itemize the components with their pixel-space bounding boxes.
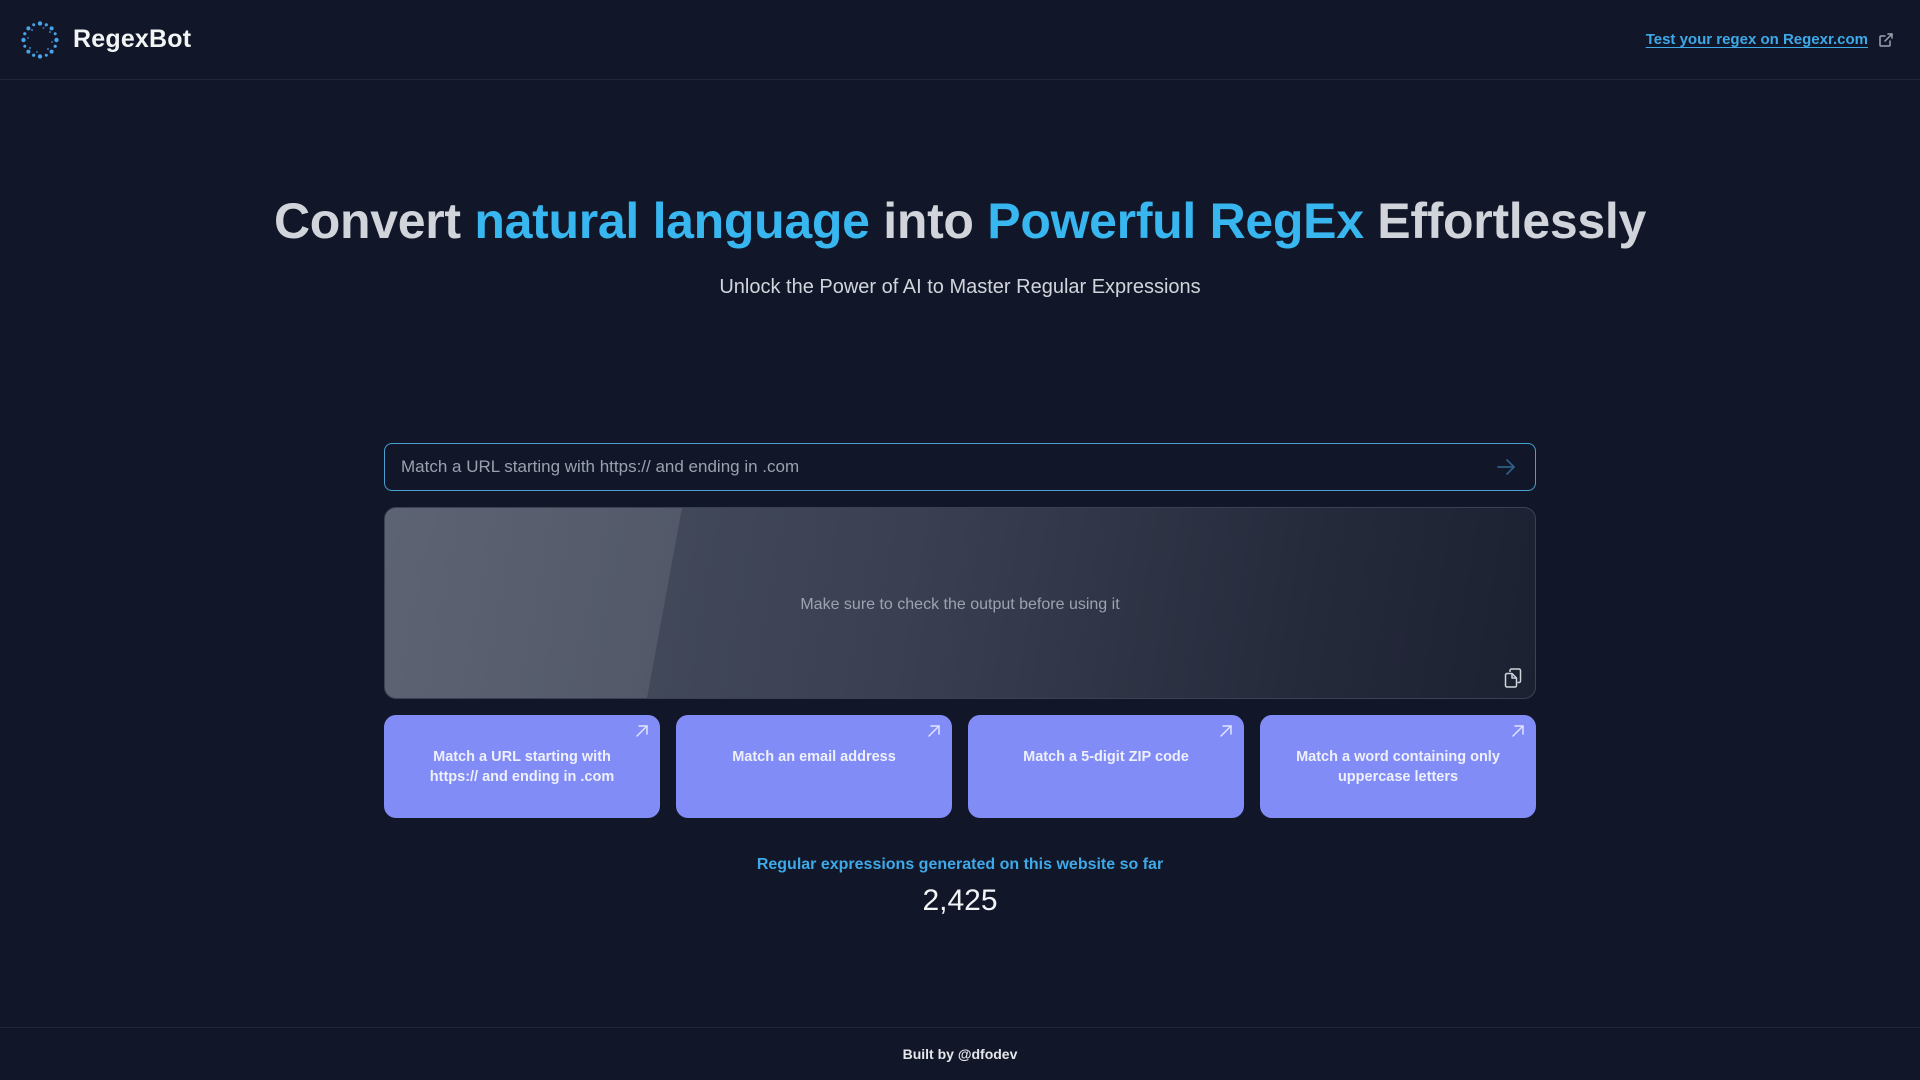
example-card-uppercase[interactable]: Match a word containing only uppercase l… xyxy=(1260,715,1536,818)
external-link-icon xyxy=(1879,32,1893,47)
example-card-label: Match a 5-digit ZIP code xyxy=(1023,749,1189,765)
arrow-up-right-icon xyxy=(1512,725,1524,737)
regexr-link[interactable]: Test your regex on Regexr.com xyxy=(1646,31,1894,48)
title-part: Convert xyxy=(273,193,475,249)
title-part: Effortlessly xyxy=(1363,193,1647,249)
logo-icon xyxy=(21,20,59,59)
prompt-input[interactable] xyxy=(401,457,1493,477)
top-nav: RegexBot Test your regex on Regexr.com xyxy=(0,0,1920,80)
title-accent-natural-language: natural language xyxy=(474,193,870,249)
counter-value: 2,425 xyxy=(922,884,998,917)
example-prompts: Match a URL starting with https:// and e… xyxy=(384,715,1536,818)
example-card-label: Match a word containing only uppercase l… xyxy=(1296,749,1500,785)
arrow-up-right-icon xyxy=(636,725,648,737)
title-accent-powerful-regex: Powerful RegEx xyxy=(987,193,1364,249)
regexr-link-label: Test your regex on Regexr.com xyxy=(1645,31,1868,48)
example-card-label: Match an email address xyxy=(732,749,896,765)
hero-title: Convert natural language into Powerful R… xyxy=(0,192,1920,250)
example-card-label: Match a URL starting with https:// and e… xyxy=(429,749,615,785)
output-placeholder: Make sure to check the output before usi… xyxy=(800,596,1120,613)
hero-subtitle: Unlock the Power of AI to Master Regular… xyxy=(719,276,1201,298)
arrow-up-right-icon xyxy=(1220,725,1232,737)
brand[interactable]: RegexBot xyxy=(20,20,191,60)
copy-icon xyxy=(1504,668,1522,688)
example-card-url[interactable]: Match a URL starting with https:// and e… xyxy=(384,715,660,818)
submit-button[interactable] xyxy=(1493,454,1519,480)
footer-credit[interactable]: Built by @dfodev xyxy=(902,1046,1018,1062)
regex-output-panel: Make sure to check the output before usi… xyxy=(384,507,1536,699)
brand-name: RegexBot xyxy=(73,25,192,53)
arrow-right-icon xyxy=(1497,459,1515,475)
example-card-zip[interactable]: Match a 5-digit ZIP code xyxy=(968,715,1244,818)
arrow-up-right-icon xyxy=(928,725,940,737)
copy-button[interactable] xyxy=(1501,666,1525,690)
glass-sheen xyxy=(385,508,682,698)
example-card-email[interactable]: Match an email address xyxy=(676,715,952,818)
title-part: into xyxy=(869,193,988,249)
counter-label: Regular expressions generated on this we… xyxy=(756,856,1164,873)
footer: Built by @dfodev xyxy=(0,1027,1920,1080)
prompt-field xyxy=(384,443,1536,491)
